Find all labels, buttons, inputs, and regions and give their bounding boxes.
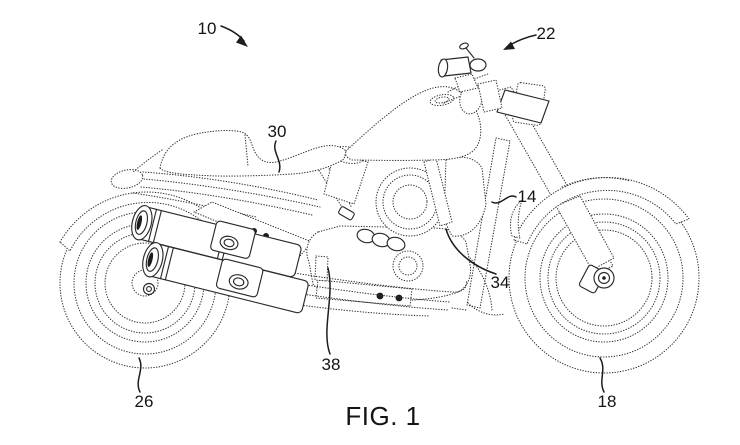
fender-tip-light — [110, 169, 144, 189]
muffler-upper-bracket — [210, 220, 256, 259]
ref-numeral-34: 34 — [491, 273, 510, 292]
engine — [306, 145, 487, 307]
fender-struts — [132, 171, 321, 218]
label-26: 26 — [135, 357, 154, 411]
front-hub — [593, 267, 615, 289]
front-wheel — [508, 182, 700, 374]
arrowhead-10 — [236, 35, 248, 47]
rear-cylinder — [323, 153, 369, 205]
ref-numeral-22: 22 — [537, 24, 556, 43]
fork-slider — [555, 195, 615, 271]
rear-fender — [59, 169, 233, 252]
lever — [338, 206, 355, 221]
riser — [477, 79, 503, 113]
label-18: 18 — [598, 357, 617, 411]
label-38: 38 — [322, 267, 341, 374]
lever-clamp — [469, 58, 487, 72]
reference-labels: 10 22 30 14 34 38 26 18 — [135, 19, 617, 411]
ref-numeral-14: 14 — [518, 187, 537, 206]
ref-numeral-38: 38 — [322, 355, 341, 374]
front-fork — [491, 86, 615, 294]
exhaust — [131, 205, 467, 317]
intake-ports — [356, 228, 406, 252]
arrowhead-22 — [503, 41, 515, 50]
handlebar — [437, 42, 550, 126]
crankcase — [306, 225, 472, 302]
label-10: 10 — [198, 19, 248, 47]
mirror-mount — [459, 42, 469, 50]
ref-numeral-10: 10 — [198, 19, 217, 38]
ref-numeral-30: 30 — [268, 122, 287, 141]
figure-caption: FIG. 1 — [345, 401, 420, 431]
ref-numeral-18: 18 — [598, 392, 617, 411]
muffler-lower-bracket — [215, 258, 264, 298]
seat — [132, 129, 347, 177]
ref-numeral-26: 26 — [135, 392, 154, 411]
label-34: 34 — [445, 228, 510, 292]
front-fender — [509, 177, 690, 245]
fuel-tank — [344, 73, 491, 161]
label-30: 30 — [268, 122, 287, 173]
primary-cover — [392, 250, 424, 282]
front-cylinder — [443, 156, 487, 237]
muffler-eyelet — [142, 282, 156, 296]
label-14: 14 — [491, 187, 537, 206]
label-22: 22 — [503, 24, 555, 50]
